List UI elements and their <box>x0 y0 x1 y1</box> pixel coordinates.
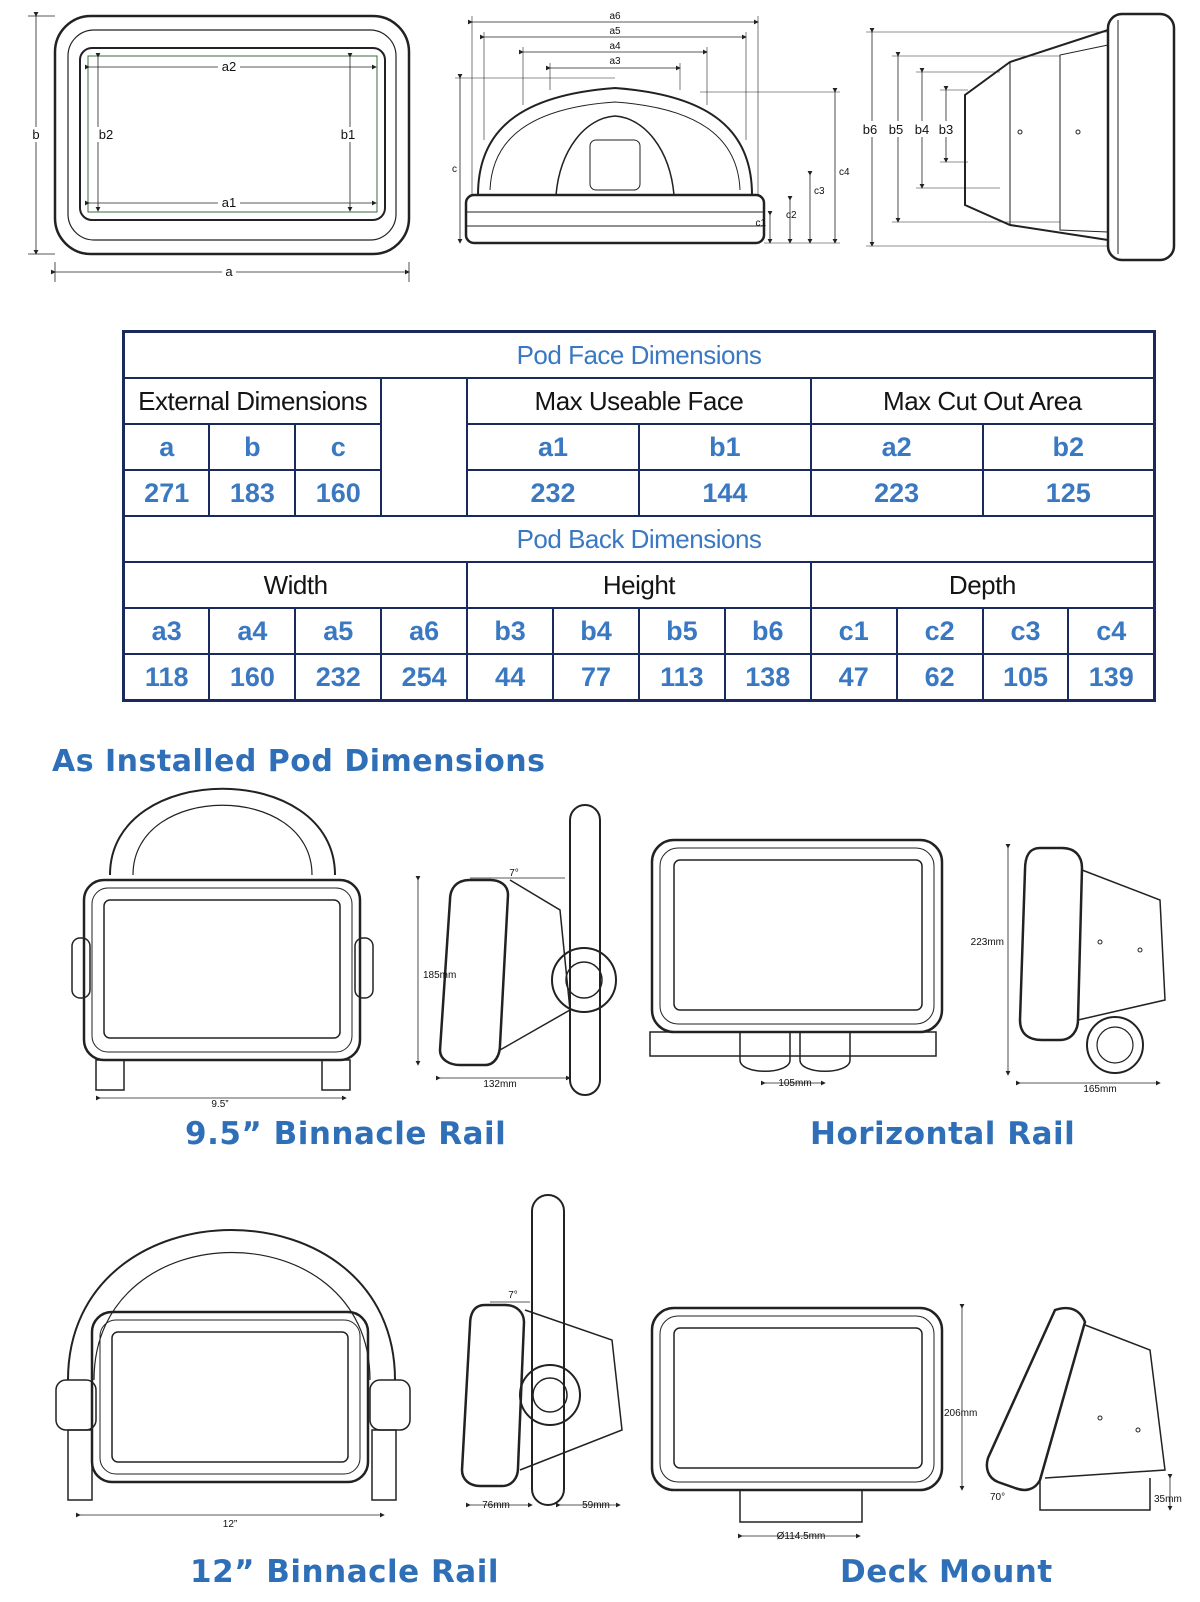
back-key: c1 <box>809 607 898 655</box>
binnacle-12-front-drawing <box>55 1229 411 1518</box>
back-value: 47 <box>809 653 898 702</box>
horizontal-front-drawing <box>649 838 944 1086</box>
binnacle-12-side-drawing <box>460 1194 623 1508</box>
deck-side-drawing <box>985 1306 1173 1511</box>
binnacle-12-caption: 12” Binnacle Rail <box>190 1554 499 1590</box>
face-key-b1: b1 <box>637 423 812 471</box>
dimensions-table: Pod Face Dimensions External Dimensions … <box>122 330 1156 702</box>
dim-label-b: b <box>32 127 39 142</box>
face-key-a2: a2 <box>809 423 984 471</box>
dim-label-a4: a4 <box>609 41 621 52</box>
back-value: 254 <box>380 653 469 702</box>
binnacle-12-d2-label: 59mm <box>582 1500 610 1511</box>
back-value: 44 <box>466 653 555 702</box>
as-installed-heading: As Installed Pod Dimensions <box>52 744 546 779</box>
back-value: 77 <box>552 653 640 702</box>
dim-label-b4: b4 <box>915 122 929 137</box>
back-value: 62 <box>895 653 984 702</box>
dim-label-a5: a5 <box>609 26 621 37</box>
binnacle-95-side-drawing <box>415 804 617 1096</box>
dim-label-c: c <box>452 164 457 175</box>
dim-label-a1: a1 <box>222 195 236 210</box>
face-value-a2: 223 <box>809 469 984 517</box>
face-key-a1: a1 <box>466 423 640 471</box>
binnacle-95-height-label: 185mm <box>423 970 456 981</box>
dim-label-c2: c2 <box>786 210 797 221</box>
back-value: 139 <box>1067 653 1156 702</box>
deck-angle-label: 70° <box>990 1492 1005 1503</box>
back-key: a5 <box>294 607 383 655</box>
deck-diameter-label: Ø114.5mm <box>777 1531 826 1542</box>
back-key: c4 <box>1067 607 1156 655</box>
dim-label-a: a <box>225 264 233 279</box>
face-value-a1: 232 <box>466 469 640 517</box>
dim-label-a2: a2 <box>222 59 236 74</box>
binnacle-95-depth-label: 132mm <box>483 1079 516 1090</box>
face-value-c: 160 <box>294 469 383 517</box>
dim-label-a3: a3 <box>609 56 621 67</box>
width-header: Width <box>122 561 469 609</box>
back-key: b4 <box>552 607 640 655</box>
binnacle-12-d1-label: 76mm <box>482 1500 510 1511</box>
horizontal-height-label: 223mm <box>971 937 1004 948</box>
binnacle-95-caption: 9.5” Binnacle Rail <box>185 1116 507 1152</box>
back-value: 118 <box>122 653 211 702</box>
back-value: 232 <box>294 653 383 702</box>
binnacle-12-width-label: 12” <box>223 1519 237 1530</box>
external-dimensions-header: External Dimensions <box>122 377 383 425</box>
dim-label-b3: b3 <box>939 122 953 137</box>
max-useable-face-header: Max Useable Face <box>466 377 812 425</box>
face-value-b: 183 <box>208 469 297 517</box>
dim-label-c4: c4 <box>839 167 850 178</box>
back-value: 160 <box>208 653 297 702</box>
back-key: b6 <box>723 607 812 655</box>
face-key-c: c <box>294 423 383 471</box>
dim-label-b2: b2 <box>99 127 113 142</box>
face-key-b2: b2 <box>981 423 1156 471</box>
binnacle-95-width-label: 9.5” <box>211 1099 228 1110</box>
side-view-drawing <box>866 12 1176 262</box>
back-key: a6 <box>380 607 469 655</box>
dim-label-b1: b1 <box>341 127 355 142</box>
dim-label-c1: c1 <box>755 218 766 229</box>
front-view-drawing <box>28 12 411 282</box>
deck-base-label: 35mm <box>1154 1494 1182 1505</box>
depth-header: Depth <box>809 561 1156 609</box>
horizontal-rail-caption: Horizontal Rail <box>810 1116 1076 1152</box>
binnacle-95-angle-label: 7° <box>509 868 519 879</box>
top-view-drawing <box>455 16 840 245</box>
height-header: Height <box>466 561 812 609</box>
pod-face-title: Pod Face Dimensions <box>122 330 1156 379</box>
horizontal-side-drawing <box>1005 844 1166 1086</box>
back-key: a4 <box>208 607 297 655</box>
back-key: b5 <box>637 607 726 655</box>
dim-label-b5: b5 <box>889 122 903 137</box>
face-key-b: b <box>208 423 297 471</box>
pod-back-title: Pod Back Dimensions <box>122 515 1156 563</box>
back-key: a3 <box>122 607 211 655</box>
back-key: c2 <box>895 607 984 655</box>
face-value-b2: 125 <box>981 469 1156 517</box>
back-key: b3 <box>466 607 555 655</box>
dim-label-b6: b6 <box>863 122 877 137</box>
dim-label-c3: c3 <box>814 186 825 197</box>
back-value: 138 <box>723 653 812 702</box>
face-value-b1: 144 <box>637 469 812 517</box>
deck-front-drawing <box>650 1304 965 1539</box>
horizontal-spacing-label: 105mm <box>778 1078 811 1089</box>
table-spacer-cell <box>380 377 469 517</box>
back-value: 105 <box>981 653 1070 702</box>
binnacle-95-front-drawing <box>71 787 374 1101</box>
back-value: 113 <box>637 653 726 702</box>
horizontal-depth-label: 165mm <box>1083 1084 1116 1095</box>
binnacle-12-angle-label: 7° <box>508 1290 518 1301</box>
back-key: c3 <box>981 607 1070 655</box>
face-value-a: 271 <box>122 469 211 517</box>
face-key-a: a <box>122 423 211 471</box>
deck-mount-caption: Deck Mount <box>840 1554 1053 1590</box>
deck-height-label: 206mm <box>944 1408 977 1419</box>
dim-label-a6: a6 <box>609 11 621 22</box>
max-cutout-header: Max Cut Out Area <box>809 377 1156 425</box>
